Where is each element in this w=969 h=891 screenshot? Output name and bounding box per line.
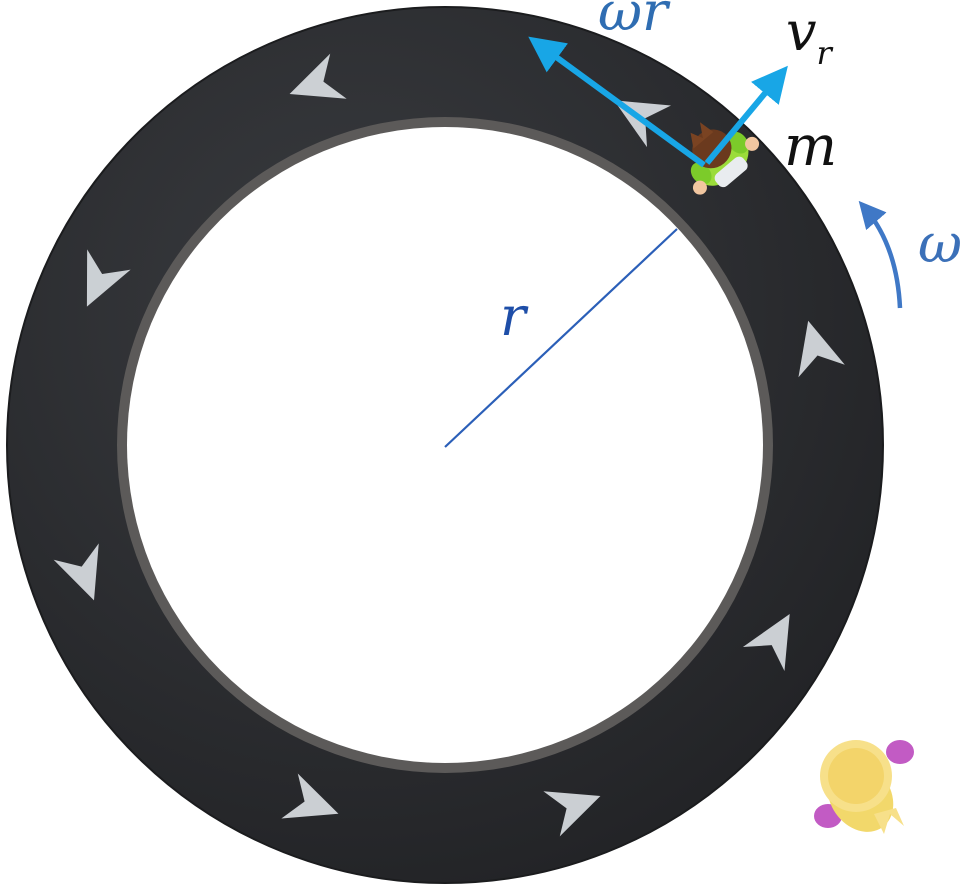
mass-label: m xyxy=(784,114,837,179)
chevron-arrow-icon xyxy=(742,613,790,672)
inner-disk xyxy=(127,127,763,763)
velocity-label-sub: r xyxy=(817,34,834,72)
velocity-label-main: v xyxy=(786,0,817,63)
radius-label: r xyxy=(500,285,529,348)
bystander-person-icon xyxy=(814,740,914,834)
chevron-arrow-icon xyxy=(281,773,339,819)
chevron-arrow-icon xyxy=(543,791,601,837)
direction-chevrons xyxy=(53,53,845,837)
omega-r-label: ωr xyxy=(598,0,671,43)
tangential-velocity-arrow xyxy=(528,36,706,168)
relative-velocity-arrow xyxy=(704,65,788,165)
angular-velocity-arrow xyxy=(858,200,903,309)
chevron-arrow-icon xyxy=(53,543,99,601)
track-ring xyxy=(6,6,884,884)
velocity-label: vr xyxy=(786,0,834,72)
chevron-arrow-icon xyxy=(86,249,131,307)
omega-label: ω xyxy=(918,212,962,275)
rider-person-icon xyxy=(690,122,760,195)
chevron-arrow-icon xyxy=(798,320,845,378)
chevron-arrow-icon xyxy=(289,53,347,99)
radius-line xyxy=(444,228,678,448)
